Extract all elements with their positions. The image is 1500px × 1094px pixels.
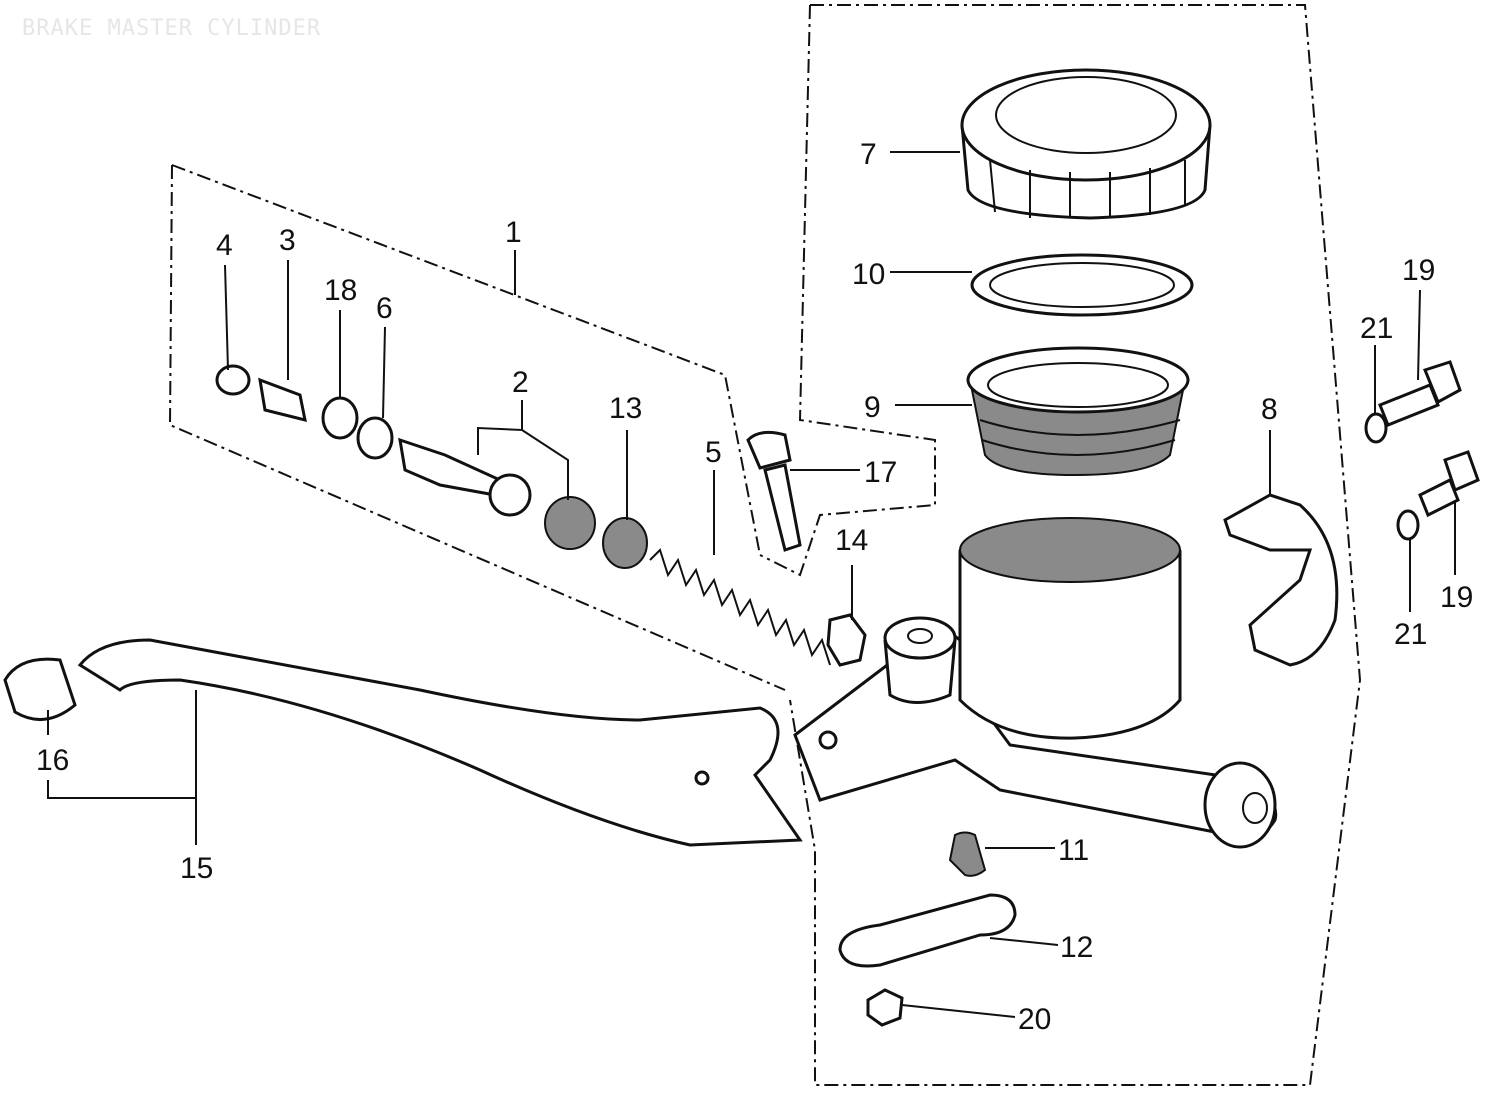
callout-3: 3 (279, 224, 296, 257)
part-4-circlip (215, 364, 251, 396)
callout-20: 20 (1018, 1003, 1051, 1036)
lever-pivot-hole (694, 770, 710, 786)
callout-21-upper: 21 (1360, 312, 1393, 345)
callout-1: 1 (505, 216, 522, 249)
part-7-reservoir-cap (960, 68, 1212, 220)
part-21-washer-lower (1396, 509, 1420, 541)
part-11-pin (948, 831, 987, 877)
callout-10: 10 (852, 258, 885, 291)
part-5-spring (649, 548, 831, 666)
part-16-lever-tip (3, 657, 77, 722)
part-8-clamp (1223, 493, 1339, 667)
part-10-plate (970, 253, 1194, 317)
part-20-nut (866, 988, 904, 1027)
part-3-bushing (258, 377, 307, 423)
part-21-washer-upper (1364, 412, 1388, 444)
callout-9: 9 (864, 391, 881, 424)
callout-13: 13 (609, 392, 642, 425)
part-14-nut (826, 613, 867, 667)
callout-8: 8 (1261, 393, 1278, 426)
part-9-diaphragm (966, 346, 1190, 477)
part-19-bolt-upper (1378, 360, 1462, 427)
part-13-cup (602, 517, 648, 569)
part-12-plate (838, 893, 1017, 968)
callout-18: 18 (324, 274, 357, 307)
callout-12: 12 (1060, 931, 1093, 964)
assembly-boundary-left (168, 164, 786, 691)
assembly-boundary-right (759, 4, 1362, 1086)
leader-lines (47, 151, 1456, 1018)
callout-6: 6 (376, 292, 393, 325)
callout-4: 4 (216, 229, 233, 262)
part-18-washer (321, 396, 359, 440)
callout-14: 14 (835, 524, 868, 557)
callout-19-lower: 19 (1440, 581, 1473, 614)
diagram-title: BRAKE MASTER CYLINDER (22, 16, 322, 41)
callout-2: 2 (512, 366, 529, 399)
master-cylinder-body (793, 517, 1278, 849)
callout-15: 15 (180, 852, 213, 885)
part-6-seal (356, 416, 394, 460)
part-15-brake-lever (77, 638, 803, 847)
callout-17: 17 (864, 456, 897, 489)
callout-11: 11 (1058, 834, 1089, 867)
part-19-bolt-lower (1418, 450, 1480, 518)
part-2-piston-set (398, 437, 502, 497)
callout-19-upper: 19 (1402, 254, 1435, 287)
part-17-pivot-bolt (746, 430, 802, 552)
callout-16: 16 (36, 744, 69, 777)
callout-5: 5 (705, 436, 722, 469)
callout-21-lower: 21 (1394, 618, 1427, 651)
callout-7: 7 (860, 138, 877, 171)
